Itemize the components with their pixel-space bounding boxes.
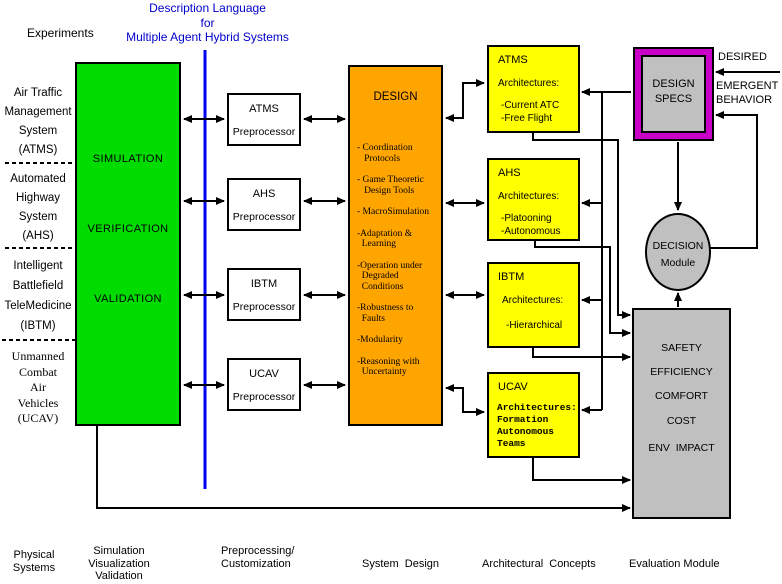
design-item: -Robustness to Faults	[357, 303, 414, 324]
preprocessor-role: Preprocessor	[232, 391, 296, 403]
caption-system-design: System Design	[362, 558, 440, 570]
ucav-architectures-box: UCAV Architectures: Formation Autonomous…	[487, 372, 580, 458]
comfort-label: COMFORT	[655, 390, 708, 402]
architecture-items: -Platooning -Autonomous	[501, 213, 561, 237]
design-item: -Modularity	[357, 335, 403, 345]
architecture-system: IBTM	[498, 271, 525, 283]
system-label-ucav: Unmanned Combat Air Vehicles (UCAV)	[11, 349, 65, 425]
design-item: - MacroSimulation	[357, 207, 430, 217]
simulation-label: SIMULATION	[92, 153, 164, 165]
design-specs-label: DESIGN SPECS	[652, 78, 695, 105]
atms-preprocessor-box: ATMS Preprocessor	[227, 93, 301, 146]
experiments-label: Experiments	[27, 26, 94, 40]
architecture-heading: Architectures:	[497, 402, 577, 413]
design-item: - Game Theoretic Design Tools	[357, 175, 424, 196]
design-item: -Adaptation & Learning	[357, 228, 413, 250]
design-item: -Operation under Degraded Conditions	[357, 260, 423, 292]
ibtm-preprocessor-box: IBTM Preprocessor	[227, 268, 301, 321]
ucav-preprocessor-box: UCAV Preprocessor	[227, 358, 301, 411]
cost-label: COST	[666, 415, 697, 427]
design-specs-inner: DESIGN SPECS	[641, 55, 706, 133]
architecture-system: UCAV	[498, 381, 528, 393]
desired-label: DESIRED	[718, 51, 767, 63]
architecture-heading: Architectures:	[498, 78, 560, 89]
atms-architectures-box: ATMS Architectures: -Current ATC -Free F…	[487, 45, 580, 133]
verification-label: VERIFICATION	[87, 223, 169, 235]
preprocessor-role: Preprocessor	[232, 126, 296, 138]
caption-evaluation-module: Evaluation Module	[629, 558, 720, 570]
architecture-heading: Architectures:	[498, 191, 560, 202]
design-title: DESIGN	[373, 91, 418, 103]
caption-architectural-concepts: Architectural Concepts	[482, 558, 596, 570]
design-item: - Coordination Protocols	[357, 143, 413, 164]
system-label-atms: Air Traffic Management System (ATMS)	[4, 87, 72, 156]
ibtm-architectures-box: IBTM Architectures: -Hierarchical	[487, 262, 580, 348]
ahs-architectures-box: AHS Architectures: -Platooning -Autonomo…	[487, 158, 580, 241]
decision-module-label: DECISION Module	[652, 240, 704, 269]
preprocessor-system: IBTM	[250, 278, 278, 290]
decision-module-ellipse: DECISION Module	[645, 213, 711, 291]
architecture-heading: Architectures:	[502, 295, 564, 306]
description-language-title: Description Language for Multiple Agent …	[126, 1, 289, 44]
architecture-items: Formation Autonomous Teams	[497, 414, 555, 449]
preprocessor-role: Preprocessor	[232, 211, 296, 223]
caption-physical-systems: Physical Systems	[12, 549, 56, 574]
design-box: DESIGN - Coordination Protocols - Game T…	[348, 65, 443, 426]
ahs-preprocessor-box: AHS Preprocessor	[227, 178, 301, 231]
safety-label: SAFETY	[661, 342, 702, 354]
design-specs-box: DESIGN SPECS	[633, 47, 714, 141]
evaluation-module-box: SAFETY EFFICIENCY COMFORT COST ENV IMPAC…	[632, 308, 731, 519]
architecture-system: ATMS	[498, 54, 528, 66]
validation-label: VALIDATION	[94, 293, 162, 305]
caption-preprocessing-customization: Preprocessing/ Customization	[221, 545, 295, 570]
emergent-behavior-label: EMERGENT BEHAVIOR	[716, 80, 779, 106]
architecture-items: -Hierarchical	[506, 320, 563, 331]
architecture-items: -Current ATC -Free Flight	[501, 100, 560, 124]
design-item: -Reasoning with Uncertainty	[357, 356, 420, 378]
architecture-system: AHS	[498, 167, 521, 179]
caption-simulation-visualization-validation: Simulation Visualization Validation	[88, 545, 150, 582]
system-label-ibtm: Intelligent Battlefield TeleMedicine (IB…	[4, 260, 72, 332]
simulation-verification-validation-box: SIMULATION VERIFICATION VALIDATION	[75, 62, 181, 426]
design-item-list: - Coordination Protocols - Game Theoreti…	[357, 143, 441, 389]
efficiency-label: EFFICIENCY	[650, 366, 713, 378]
preprocessor-system: UCAV	[249, 368, 279, 380]
system-label-ahs: Automated Highway System (AHS)	[10, 173, 66, 242]
preprocessor-system: ATMS	[249, 103, 279, 115]
env-impact-label: ENV IMPACT	[648, 442, 715, 454]
preprocessor-system: AHS	[252, 188, 276, 200]
preprocessor-role: Preprocessor	[232, 301, 296, 313]
